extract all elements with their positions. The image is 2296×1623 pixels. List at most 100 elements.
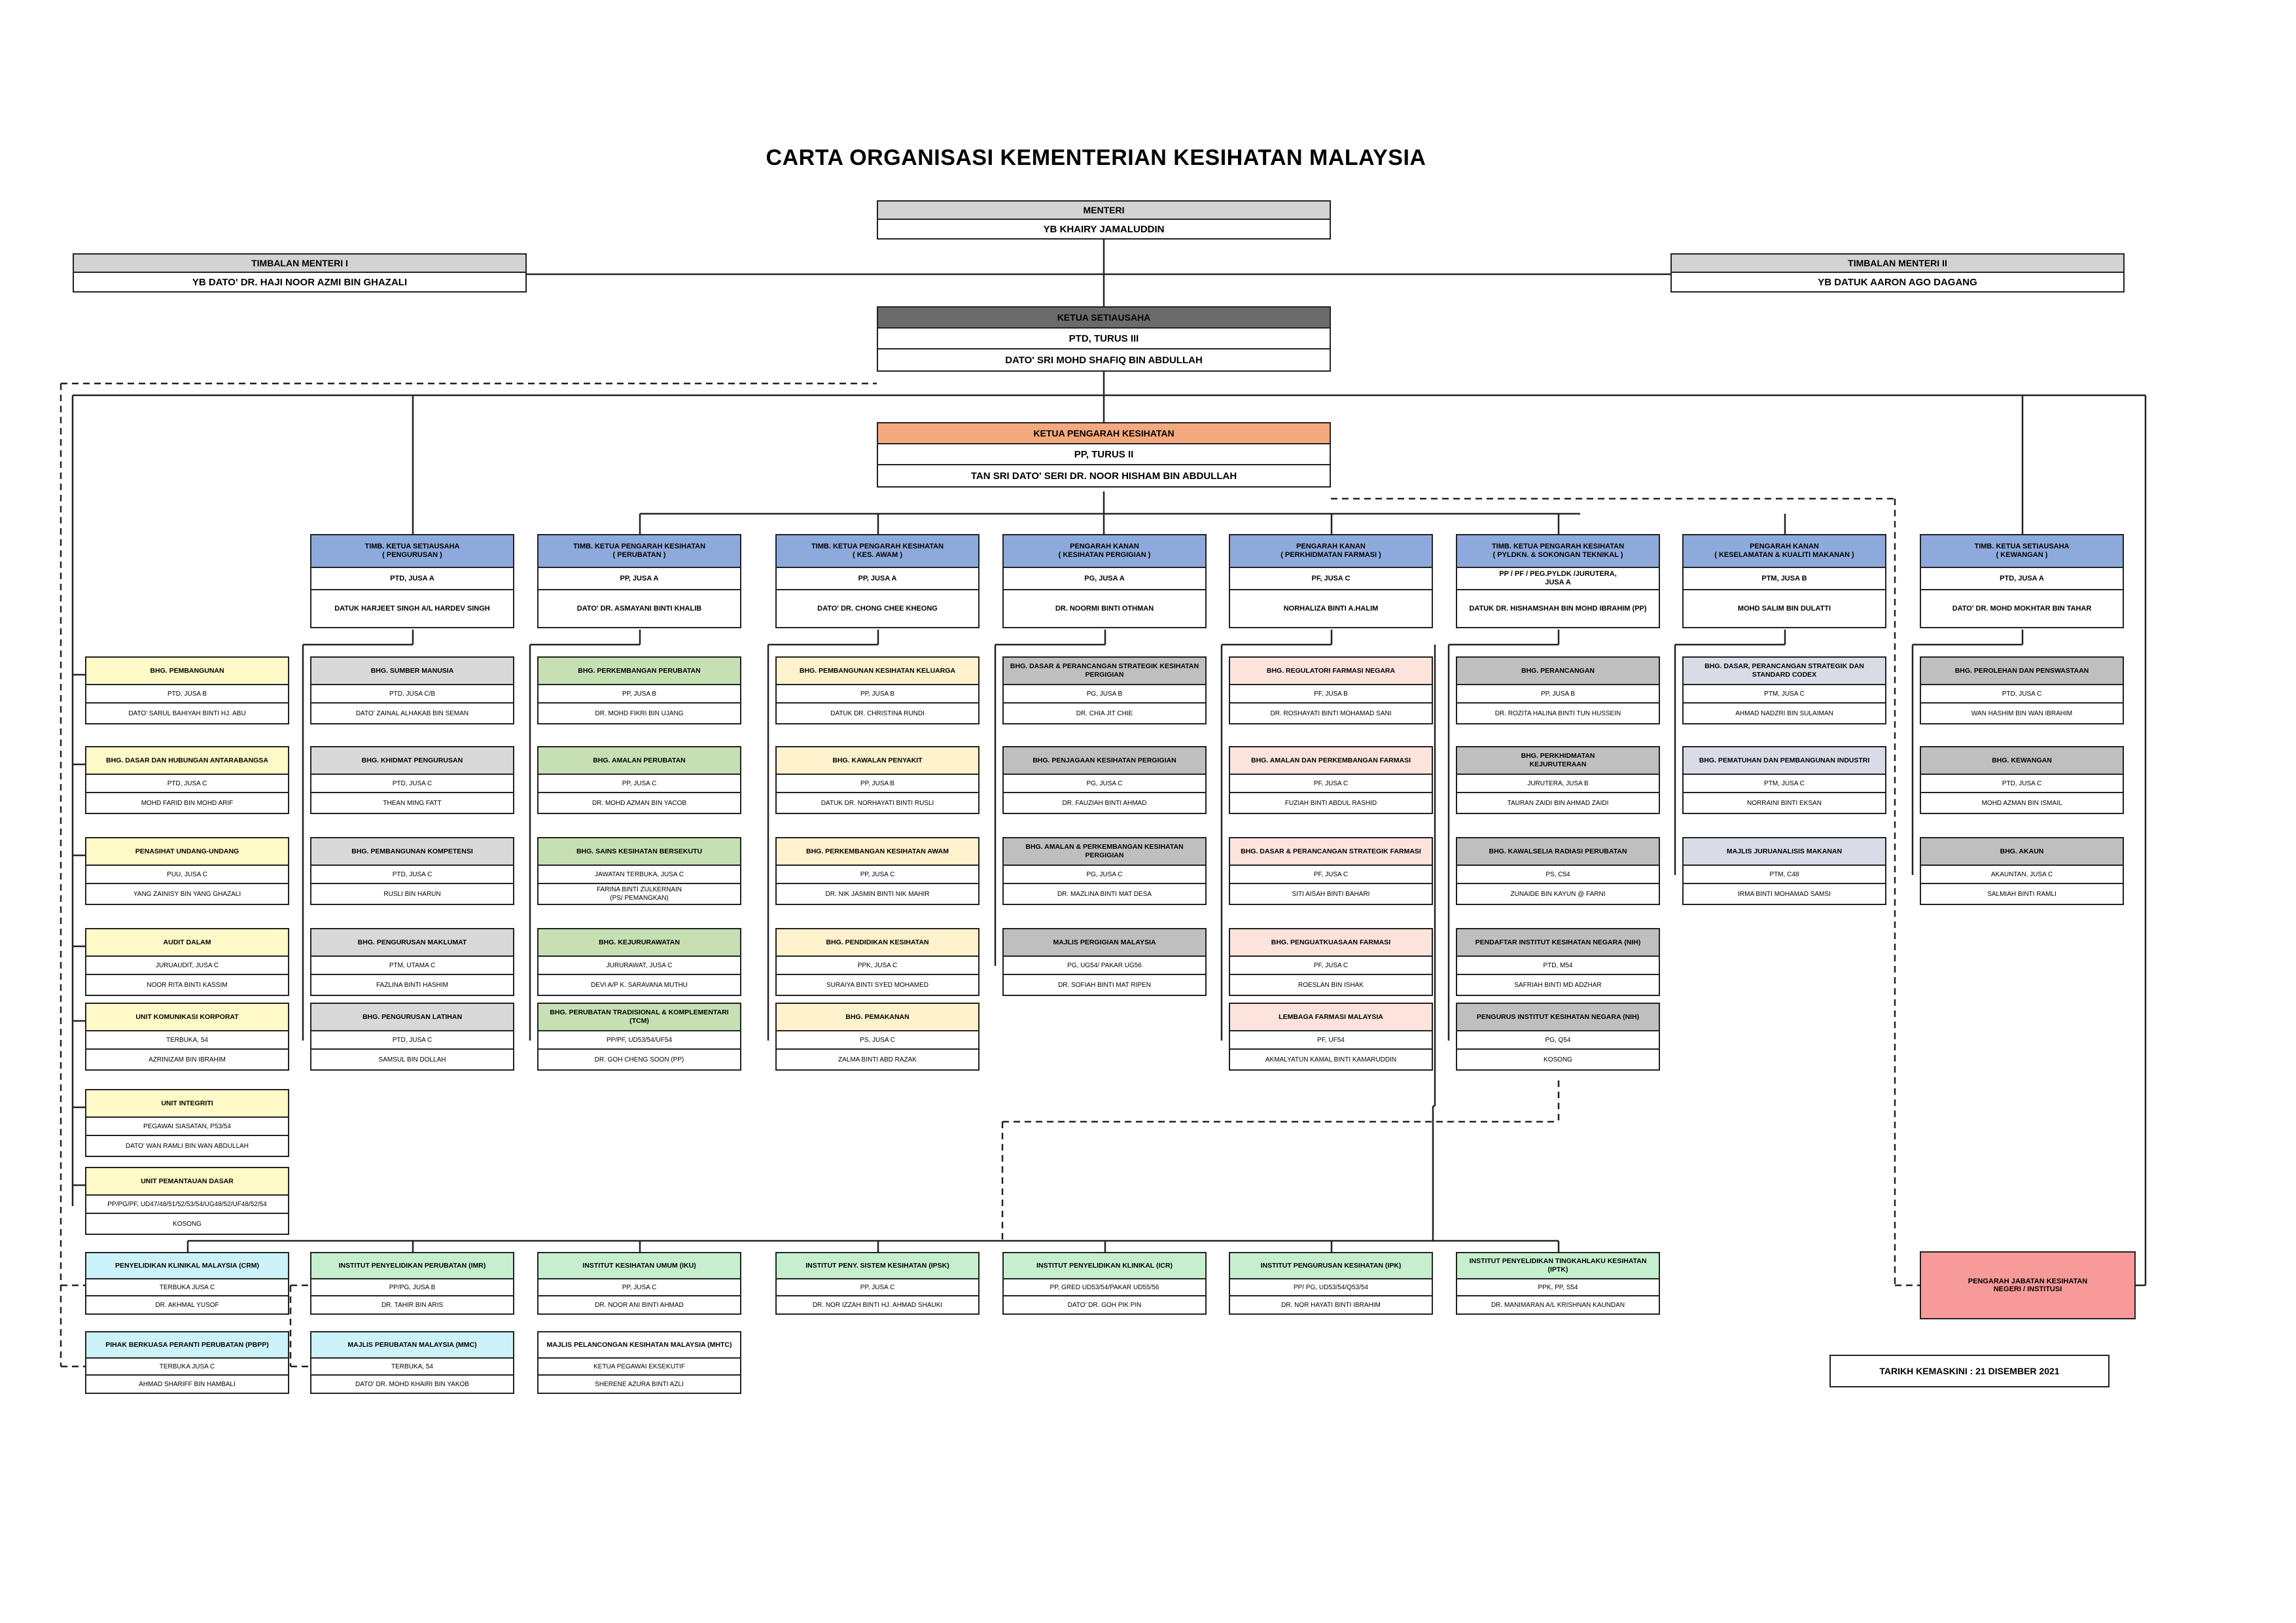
- box-dept-8-1-title: BHG. DASAR, PERANCANGAN STRATEGIK DAN ST…: [1682, 656, 1886, 685]
- box-dept-4-5-grade: PS, JUSA C: [775, 1031, 980, 1050]
- box-dept-6-5-name: AKMALYATUN KAMAL BINTI KAMARUDDIN: [1229, 1050, 1433, 1071]
- box-dept-8-2-title: BHG. PEMATUHAN DAN PEMBANGUNAN INDUSTRI: [1682, 746, 1886, 775]
- box-head-5-grade: PF, JUSA C: [1229, 568, 1433, 590]
- box-dept-2-5-title: BHG. PENGURUSAN LATIHAN: [310, 1003, 514, 1031]
- box-dept-3-4-title: BHG. KEJURURAWATAN: [537, 928, 741, 957]
- box-dept-6-2-grade: PF, JUSA C: [1229, 775, 1433, 793]
- box-tm2-title: TIMBALAN MENTERI II: [1670, 253, 2125, 273]
- box-dept-7-3-title: BHG. KAWALSELIA RADIASI PERUBATAN: [1456, 837, 1660, 866]
- box-agency-2: INSTITUT PENYELIDIKAN PERUBATAN (IMR)PP/…: [310, 1252, 514, 1315]
- box-dept-1-2-title: BHG. DASAR DAN HUBUNGAN ANTARABANGSA: [85, 746, 289, 775]
- box-head-6-grade: PP / PF / PEG.PYLDK /JURUTERA, JUSA A: [1456, 568, 1660, 590]
- box-dept-5-2-title: BHG. PENJAGAAN KESIHATAN PERGIGIAN: [1002, 746, 1207, 775]
- box-dept-6-5-grade: PF, UF54: [1229, 1031, 1433, 1050]
- box-agency-10: MAJLIS PELANCONGAN KESIHATAN MALAYSIA (M…: [537, 1331, 741, 1394]
- box-dept-1-5-grade: TERBUKA, 54: [85, 1031, 289, 1050]
- box-dept-7-5: PENGURUS INSTITUT KESIHATAN NEGARA (NIH)…: [1456, 1003, 1660, 1071]
- box-dept-8-3-name: IRMA BINTI MOHAMAD SAMSI: [1682, 884, 1886, 905]
- box-dept-2-2-name: THEAN MING FATT: [310, 793, 514, 814]
- box-head-3: TIMB. KETUA PENGARAH KESIHATAN ( KES. AW…: [775, 534, 980, 628]
- box-dept-7-1-name: DR. ROZITA HALINA BINTI TUN HUSSEIN: [1456, 704, 1660, 724]
- box-agency-9-grade: TERBUKA, 54: [310, 1359, 514, 1376]
- box-agency-5-title: INSTITUT PENYELIDIKAN KLINIKAL (ICR): [1002, 1252, 1207, 1279]
- box-dept-1-6-name: DATO' WAN RAMLI BIN WAN ABDULLAH: [85, 1136, 289, 1157]
- box-dept-1-5-title: UNIT KOMUNIKASI KORPORAT: [85, 1003, 289, 1031]
- box-agency-8-title: PIHAK BERKUASA PERANTI PERUBATAN (PBPP): [85, 1331, 289, 1359]
- box-dept-7-3-grade: PS, C54: [1456, 866, 1660, 884]
- box-dept-7-4-title: PENDAFTAR INSTITUT KESIHATAN NEGARA (NIH…: [1456, 928, 1660, 957]
- box-tm1-name: YB DATO' DR. HAJI NOOR AZMI BIN GHAZALI: [73, 273, 527, 293]
- box-head-5-name: NORHALIZA BINTI A.HALIM: [1229, 590, 1433, 628]
- box-dept-3-3-title: BHG. SAINS KESIHATAN BERSEKUTU: [537, 837, 741, 866]
- box-agency-5: INSTITUT PENYELIDIKAN KLINIKAL (ICR)PP, …: [1002, 1252, 1207, 1315]
- box-ksu-title: KETUA SETIAUSAHA: [877, 306, 1331, 329]
- box-dept-7-5-name: KOSONG: [1456, 1050, 1660, 1071]
- box-agency-5-name: DATO' DR. GOH PIK PIN: [1002, 1296, 1207, 1315]
- box-kpk-name: TAN SRI DATO' SERI DR. NOOR HISHAM BIN A…: [877, 465, 1331, 488]
- box-agency-9-name: DATO' DR. MOHD KHAIRI BIN YAKOB: [310, 1376, 514, 1394]
- box-dept-6-3-name: SITI AISAH BINTI BAHARI: [1229, 884, 1433, 905]
- box-dept-2-4-title: BHG. PENGURUSAN MAKLUMAT: [310, 928, 514, 957]
- box-head-7: PENGARAH KANAN ( KESELAMATAN & KUALITI M…: [1682, 534, 1886, 628]
- box-agency-1-grade: TERBUKA JUSA C: [85, 1279, 289, 1296]
- box-agency-7-title: INSTITUT PENYELIDIKAN TINGKAHLAKU KESIHA…: [1456, 1252, 1660, 1279]
- box-dept-1-7-title: UNIT PEMANTAUAN DASAR: [85, 1167, 289, 1196]
- box-dept-2-1-grade: PTD, JUSA C/B: [310, 685, 514, 704]
- box-dept-7-4-grade: PTD, M54: [1456, 957, 1660, 975]
- box-dept-6-4-grade: PF, JUSA C: [1229, 957, 1433, 975]
- box-head-7-grade: PTM, JUSA B: [1682, 568, 1886, 590]
- box-dept-3-3-grade: JAWATAN TERBUKA, JUSA C: [537, 866, 741, 884]
- box-agency-2-title: INSTITUT PENYELIDIKAN PERUBATAN (IMR): [310, 1252, 514, 1279]
- box-head-8: TIMB. KETUA SETIAUSAHA ( KEWANGAN )PTD, …: [1920, 534, 2124, 628]
- box-dept-6-1-grade: PF, JUSA B: [1229, 685, 1433, 704]
- box-dept-3-2-title: BHG. AMALAN PERUBATAN: [537, 746, 741, 775]
- box-dept-3-1-title: BHG. PERKEMBANGAN PERUBATAN: [537, 656, 741, 685]
- box-dept-5-2-grade: PG, JUSA C: [1002, 775, 1207, 793]
- page-title: CARTA ORGANISASI KEMENTERIAN KESIHATAN M…: [766, 145, 1426, 170]
- box-agency-10-name: SHERENE AZURA BINTI AZLI: [537, 1376, 741, 1394]
- box-kpk-grade: PP, TURUS II: [877, 444, 1331, 465]
- last-updated-label: TARIKH KEMASKINI : 21 DISEMBER 2021: [1829, 1355, 2110, 1387]
- box-dept-7-3-name: ZUNAIDE BIN KAYUN @ FARNI: [1456, 884, 1660, 905]
- box-agency-4: INSTITUT PENY. SISTEM KESIHATAN (IPSK)PP…: [775, 1252, 980, 1315]
- box-kpk-title: KETUA PENGARAH KESIHATAN: [877, 422, 1331, 444]
- box-dept-2-3-name: RUSLI BIN HARUN: [310, 884, 514, 905]
- box-dept-2-1-name: DATO' ZAINAL ALHAKAB BIN SEMAN: [310, 704, 514, 724]
- box-agency-8: PIHAK BERKUASA PERANTI PERUBATAN (PBPP)T…: [85, 1331, 289, 1394]
- box-agency-1-name: DR. AKHMAL YUSOF: [85, 1296, 289, 1315]
- box-dept-8-2-grade: PTM, JUSA C: [1682, 775, 1886, 793]
- box-dept-4-3-grade: PP, JUSA C: [775, 866, 980, 884]
- box-dept-1-2-grade: PTD, JUSA C: [85, 775, 289, 793]
- box-dept-7-1-title: BHG. PERANCANGAN: [1456, 656, 1660, 685]
- box-dept-1-1-grade: PTD, JUSA B: [85, 685, 289, 704]
- box-dept-1-4-grade: JURUAUDIT, JUSA C: [85, 957, 289, 975]
- box-dept-2-2-grade: PTD, JUSA C: [310, 775, 514, 793]
- box-agency-3-name: DR. NOOR ANI BINTI AHMAD: [537, 1296, 741, 1315]
- box-head-5-title: PENGARAH KANAN ( PERKHIDMATAN FARMASI ): [1229, 534, 1433, 568]
- box-dept-8-3-grade: PTM, C48: [1682, 866, 1886, 884]
- box-dept-8-1: BHG. DASAR, PERANCANGAN STRATEGIK DAN ST…: [1682, 656, 1886, 724]
- box-dept-5-1-title: BHG. DASAR & PERANCANGAN STRATEGIK KESIH…: [1002, 656, 1207, 685]
- box-dept-6-4-name: ROESLAN BIN ISHAK: [1229, 975, 1433, 996]
- box-dept-6-1-title: BHG. REGULATORI FARMASI NEGARA: [1229, 656, 1433, 685]
- box-dept-3-5-name: DR. GOH CHENG SOON (PP): [537, 1050, 741, 1071]
- box-dept-1-1-name: DATO' SARUL BAHIYAH BINTI HJ. ABU: [85, 704, 289, 724]
- box-dept-3-5-title: BHG. PERUBATAN TRADISIONAL & KOMPLEMENTA…: [537, 1003, 741, 1031]
- box-agency-6-grade: PP/ PG, UD53/54/Q53/54: [1229, 1279, 1433, 1296]
- box-dept-9-3-name: SALMIAH BINTI RAMLI: [1920, 884, 2124, 905]
